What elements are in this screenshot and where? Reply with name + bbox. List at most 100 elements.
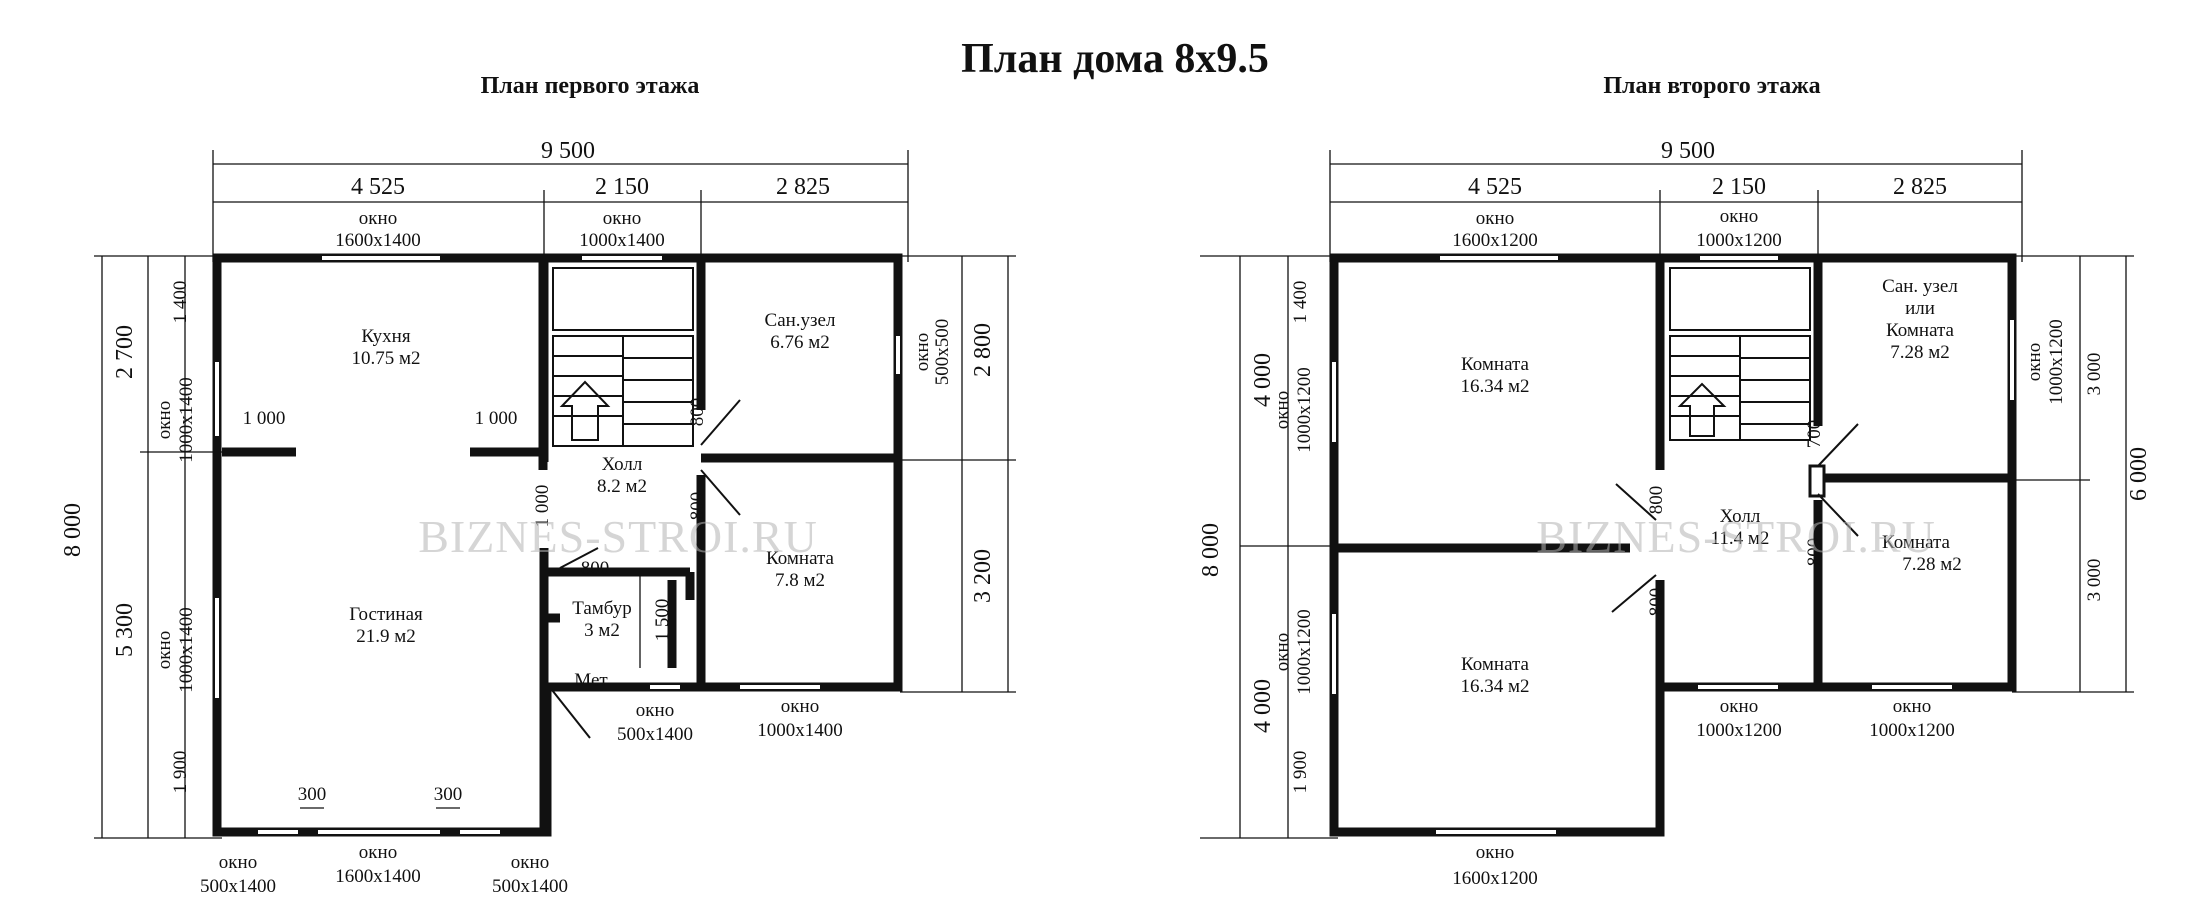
- f1-room-bath-name: Сан.узел: [765, 310, 836, 331]
- f1-win-bottom-a-label: окно: [219, 852, 257, 873]
- f1-dim-door-800h: 800: [581, 558, 610, 579]
- floor2-dim-sill-upper: 1 400: [1290, 281, 1311, 324]
- floor1-room-labels: Кухня 10.75 м2 Гостиная 21.9 м2 Холл 8.2…: [349, 310, 836, 647]
- f1-room-kitchen-area: 10.75 м2: [351, 348, 420, 369]
- f1-win-right-size: 500х500: [932, 319, 953, 386]
- f2-room-bath-line1: Сан. узел: [1882, 276, 1958, 297]
- f2-room-hall-area: 11.4 м2: [1711, 528, 1770, 549]
- floor2-window-labels: окно 1600х1200 окно 1000х1200 окно 1000х…: [1272, 206, 2067, 889]
- f1-room-room-name: Комната: [766, 548, 835, 569]
- floor1-dim-sill-lower: 1 900: [170, 751, 191, 794]
- f1-win-bottom-b-label: окно: [359, 842, 397, 863]
- floor1-inner-dimensions: 1 000 1 000 1 000 800 800 800 1 500 Мет …: [243, 398, 708, 809]
- floor2-dim-height-lower: 4 000: [1250, 679, 1276, 733]
- f1-dim-300a: 300: [298, 784, 327, 805]
- f2-dim-door-700: 700: [1804, 420, 1825, 449]
- floor2-inner-dimensions: 800 800 800 700: [1646, 420, 1825, 617]
- f2-win-top-left-label: окно: [1476, 208, 1514, 229]
- f2-win-right-label: окно: [2024, 343, 2045, 381]
- f2-win-right-size: 1000х1200: [2046, 319, 2067, 405]
- f2-win-top-mid-label: окно: [1720, 206, 1758, 227]
- f1-win-bottom-b-size: 1600х1400: [335, 866, 421, 887]
- floor2-stair-arrow-icon: [1677, 382, 1727, 437]
- f1-win-bottom-c-label: окно: [511, 852, 549, 873]
- f1-win-left-upper-size: 1000х1400: [176, 377, 197, 463]
- floor1-stair-arrow-icon: [559, 380, 611, 441]
- floor1-dim-width-left: 4 525: [351, 174, 405, 200]
- f1-win-tambur-size: 500х1400: [617, 724, 693, 745]
- f1-dim-mid-1000: 1 000: [475, 408, 518, 429]
- floor2-dimension-lines: [1200, 150, 2134, 839]
- f2-win-left-upper-label: окно: [1272, 391, 1293, 429]
- floor1-plan: 9 500 4 525 2 150 2 825 8 000 2 700 5 30…: [60, 138, 1016, 897]
- f1-win-left-lower-size: 1000х1400: [176, 607, 197, 693]
- f1-room-hall-area: 8.2 м2: [597, 476, 647, 497]
- floor1-dim-width-mid: 2 150: [595, 174, 649, 200]
- f2-dim-door-800b: 800: [1646, 588, 1667, 617]
- f1-win-room-size: 1000х1400: [757, 720, 843, 741]
- f1-room-kitchen-name: Кухня: [361, 326, 410, 347]
- f1-room-tambur-area: 3 м2: [584, 620, 620, 641]
- f1-room-room-area: 7.8 м2: [775, 570, 825, 591]
- f1-win-room-label: окно: [781, 696, 819, 717]
- floor2-dim-width-mid: 2 150: [1712, 174, 1766, 200]
- floor1-dim-right-lower: 3 200: [970, 549, 996, 603]
- f2-win-bottom-mid-label: окно: [1720, 696, 1758, 717]
- f1-dim-door-800b: 800: [687, 492, 708, 521]
- floor1-dim-width-right: 2 825: [776, 174, 830, 200]
- floor2-dim-sill-lower: 1 900: [1290, 751, 1311, 794]
- f1-dim-door-met: Мет: [574, 670, 608, 691]
- watermark-right: BIZNES-STROI.RU: [1536, 511, 1936, 562]
- floor1-dimension-lines: [94, 150, 1016, 839]
- floor2-room-labels: Комната 16.34 м2 Комната 16.34 м2 Холл 1…: [1460, 276, 1961, 697]
- f1-win-top-mid-label: окно: [603, 208, 641, 229]
- floor1-dim-total-width: 9 500: [541, 138, 595, 164]
- f2-win-bottom-right-size: 1000х1200: [1869, 720, 1955, 741]
- floor2-dim-total-height: 8 000: [1198, 523, 1224, 577]
- f1-win-bottom-c-size: 500х1400: [492, 876, 568, 897]
- f2-room-r-area: 7.28 м2: [1902, 554, 1962, 575]
- f2-room-bath-line2: или: [1905, 298, 1935, 319]
- f1-room-hall-name: Холл: [602, 454, 643, 475]
- f2-win-top-left-size: 1600х1200: [1452, 230, 1538, 251]
- f1-win-tambur-label: окно: [636, 700, 674, 721]
- floor1-staircase: [552, 267, 694, 447]
- f2-win-top-mid-size: 1000х1200: [1696, 230, 1782, 251]
- f1-win-left-lower-label: окно: [154, 631, 175, 669]
- floor2-dim-total-width: 9 500: [1661, 138, 1715, 164]
- f2-room-tl-name: Комната: [1461, 354, 1530, 375]
- floor1-dim-right-upper: 2 800: [970, 323, 996, 377]
- floor2-staircase: [1669, 267, 1811, 441]
- f1-dim-door-800a: 800: [687, 398, 708, 427]
- floor2-dim-width-left: 4 525: [1468, 174, 1522, 200]
- f1-dim-tambur-1500: 1 500: [652, 599, 673, 642]
- floor1-caption: План первого этажа: [481, 73, 700, 99]
- floor2-doors: [1611, 423, 1859, 613]
- f2-win-left-upper-size: 1000х1200: [1294, 367, 1315, 453]
- f1-room-tambur-name: Тамбур: [572, 598, 632, 619]
- f1-win-right-label: окно: [912, 333, 933, 371]
- floor2-caption: План второго этажа: [1603, 73, 1820, 99]
- f1-dim-v-1000: 1 000: [532, 485, 553, 528]
- floor2-dim-height-upper: 4 000: [1250, 353, 1276, 407]
- f2-win-bottom-right-label: окно: [1893, 696, 1931, 717]
- f2-room-bath-area: 7.28 м2: [1890, 342, 1950, 363]
- f1-dim-300b: 300: [434, 784, 463, 805]
- floor2-plan: 9 500 4 525 2 150 2 825 8 000 4 000 4 00…: [1198, 138, 2152, 889]
- f1-dim-left-1000: 1 000: [243, 408, 286, 429]
- f2-win-bottom-left-size: 1600х1200: [1452, 868, 1538, 889]
- f2-dim-door-800c: 800: [1804, 538, 1825, 567]
- f1-win-top-left-size: 1600х1400: [335, 230, 421, 251]
- floor2-dim-right-lower: 3 000: [2084, 559, 2105, 602]
- f1-room-living-area: 21.9 м2: [356, 626, 416, 647]
- floor1-doors: [551, 399, 741, 739]
- floor1-dim-height-upper: 2 700: [112, 325, 138, 379]
- f2-room-bl-area: 16.34 м2: [1460, 676, 1529, 697]
- main-title: План дома 8х9.5: [961, 36, 1269, 82]
- f1-room-living-name: Гостиная: [349, 604, 423, 625]
- f2-room-hall-name: Холл: [1720, 506, 1761, 527]
- floor2-dim-width-right: 2 825: [1893, 174, 1947, 200]
- f2-dim-door-800a: 800: [1646, 486, 1667, 515]
- floor2-dim-right-upper: 3 000: [2084, 353, 2105, 396]
